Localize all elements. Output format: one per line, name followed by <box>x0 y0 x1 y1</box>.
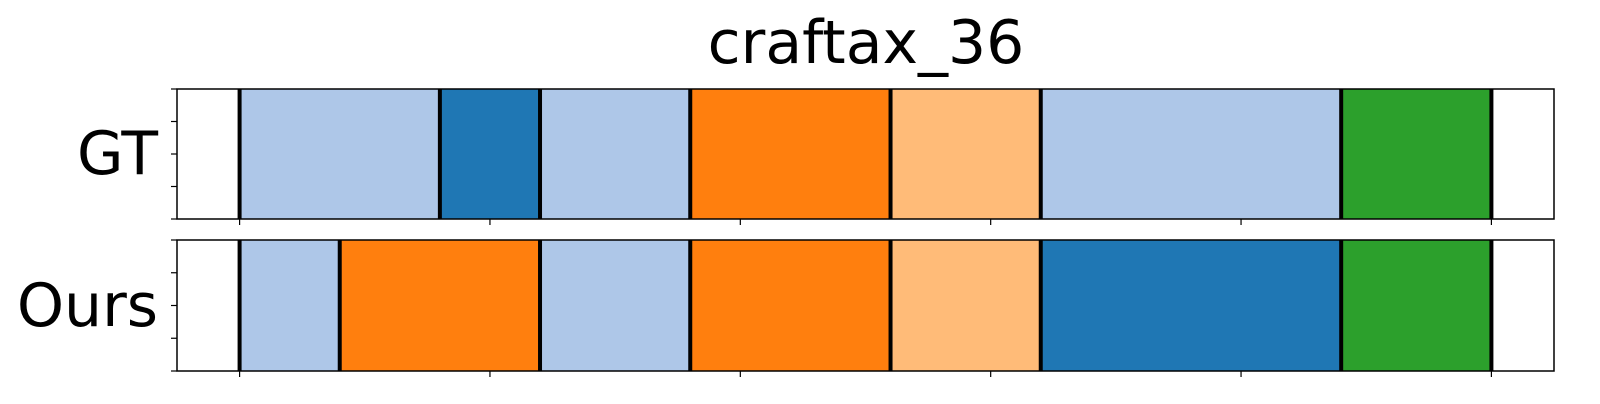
row-label-gt: GT <box>77 119 158 189</box>
row-label-ours: Ours <box>17 271 158 341</box>
segment-gt-5 <box>1040 89 1342 219</box>
chart-title: craftax_36 <box>708 8 1025 78</box>
segment-gt-0 <box>239 89 440 219</box>
segment-ours-3 <box>690 240 891 371</box>
segment-ours-5 <box>1040 240 1342 371</box>
segment-ours-4 <box>890 240 1041 371</box>
segment-gt-4 <box>890 89 1041 219</box>
row-ours-ticks <box>171 239 1493 377</box>
row-ours-boundaries <box>237 240 1494 371</box>
segment-ours-6 <box>1341 240 1492 371</box>
segment-gt-6 <box>1341 89 1492 219</box>
row-ours-segments <box>239 240 1492 371</box>
row-gt-boundaries <box>237 89 1494 219</box>
segment-gt-2 <box>540 89 691 219</box>
row-ours: Ours <box>17 239 1555 377</box>
segment-ours-0 <box>239 240 340 371</box>
segment-ours-2 <box>540 240 691 371</box>
row-gt-frame <box>176 88 1555 220</box>
row-ours-frame <box>176 239 1555 372</box>
segment-gt-1 <box>439 89 541 219</box>
row-gt-ticks <box>171 88 1493 225</box>
row-gt: GT <box>77 88 1555 225</box>
segment-gt-3 <box>690 89 891 219</box>
row-gt-segments <box>239 89 1492 219</box>
segment-ours-1 <box>339 240 541 371</box>
